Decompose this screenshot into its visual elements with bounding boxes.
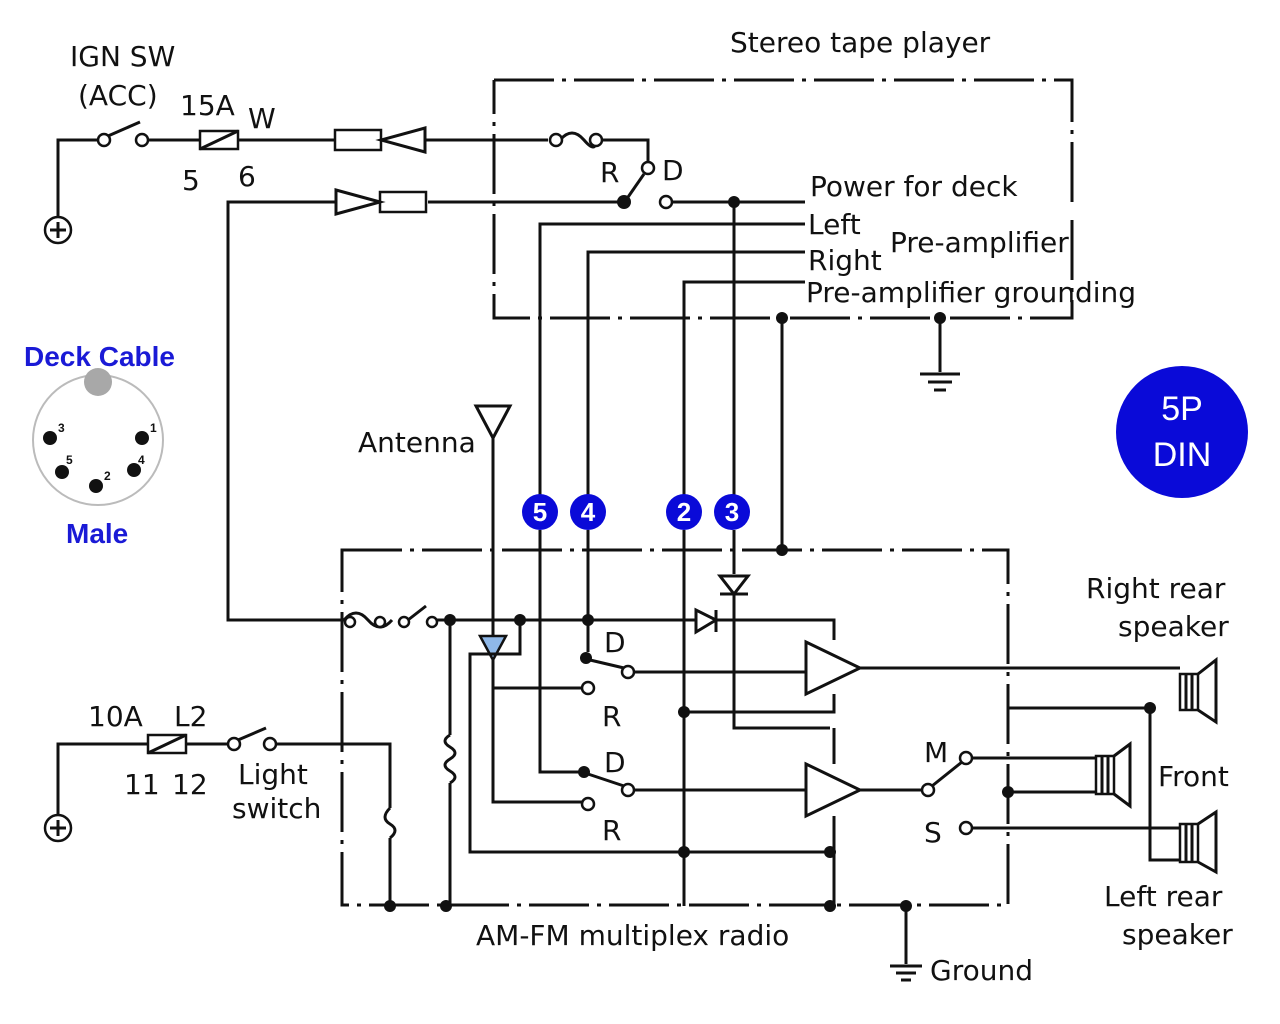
svg-text:4: 4: [581, 497, 596, 527]
right-rear-speaker-label: speaker: [1118, 610, 1229, 643]
svg-text:3: 3: [58, 421, 65, 435]
radio-internals: [342, 530, 1180, 906]
antenna-icon: [473, 404, 513, 442]
w-label: W: [248, 102, 276, 135]
pre-amp-grounding-label: Pre-amplifier grounding: [806, 276, 1136, 309]
ign-switch-contact-icon: [96, 132, 112, 148]
pin-badges: 5 4 2 3: [522, 494, 750, 530]
badge-3: [714, 494, 750, 530]
r-upper-label: R: [602, 700, 621, 733]
light-circuit: [43, 726, 922, 982]
fuse-10a-label: 10A: [88, 700, 143, 733]
d-lower-label: D: [604, 746, 626, 779]
r-lower-label: R: [602, 814, 621, 847]
switch-label: switch: [232, 792, 321, 825]
amplifier-upper-icon: [804, 639, 864, 697]
speakers: [1094, 656, 1218, 875]
light-label: Light: [238, 758, 308, 791]
front-speaker-icon: [1094, 741, 1132, 809]
right-rear-speaker-icon: [1178, 656, 1218, 725]
svg-text:5: 5: [66, 453, 73, 467]
badge-5: [522, 494, 558, 530]
svg-text:3: 3: [725, 497, 739, 527]
ground-label: Ground: [930, 954, 1033, 987]
deck-feed: [226, 188, 618, 622]
tape-player-box: [492, 78, 1074, 320]
svg-text:4: 4: [138, 453, 145, 467]
deck-cable-label: Deck Cable: [24, 341, 175, 372]
din-connector: 1 2 3 4 5: [32, 368, 164, 506]
badge-2: [666, 494, 702, 530]
preamp-lines: [538, 202, 805, 503]
left-rear-speaker-icon: [1178, 809, 1218, 875]
l2-label: L2: [174, 700, 207, 733]
right-label: Right: [808, 244, 882, 277]
svg-text:2: 2: [104, 469, 111, 483]
antenna: [473, 404, 513, 636]
term-6-label: 6: [238, 160, 256, 193]
rf-input-icon: [477, 634, 509, 663]
svg-text:2: 2: [677, 497, 691, 527]
term-11-label: 11: [124, 768, 160, 801]
right-rear-label: Right rear: [1086, 572, 1226, 605]
d-upper-label: D: [604, 626, 626, 659]
din-badge: [1116, 366, 1248, 498]
rd-switch-contact-icon: [640, 160, 656, 176]
svg-text:5: 5: [533, 497, 547, 527]
front-label: Front: [1158, 760, 1229, 793]
tape-ground: [776, 312, 960, 556]
svg-text:1: 1: [150, 421, 157, 435]
s-label: S: [924, 816, 942, 849]
m-label: M: [924, 736, 948, 769]
amplifier-lower-icon: [804, 761, 864, 819]
radio-title: AM-FM multiplex radio: [476, 919, 789, 952]
pre-amplifier-label: Pre-amplifier: [890, 226, 1069, 259]
din-badge-line2: DIN: [1153, 436, 1212, 474]
term-5-label: 5: [182, 164, 200, 197]
left-label: Left: [808, 208, 861, 241]
term-12-label: 12: [172, 768, 208, 801]
ign-circuit: [43, 120, 805, 245]
ign-sw-label: IGN SW: [70, 40, 175, 73]
left-rear-label: Left rear: [1104, 880, 1223, 913]
r-top-label: R: [600, 156, 619, 189]
connector-icon: [333, 128, 383, 152]
left-rear-speaker-label: speaker: [1122, 918, 1233, 951]
d-top-label: D: [662, 154, 684, 187]
male-label: Male: [66, 518, 128, 549]
fuse-15a-label: 15A: [180, 89, 235, 122]
badge-4: [570, 494, 606, 530]
light-switch-icon: [226, 736, 242, 752]
acc-label: (ACC): [78, 79, 158, 112]
connector-key-icon: [84, 368, 112, 396]
antenna-label: Antenna: [358, 426, 476, 459]
power-for-deck-label: Power for deck: [810, 170, 1018, 203]
din-badge-line1: 5P: [1161, 390, 1203, 428]
tape-player-title: Stereo tape player: [730, 26, 991, 59]
